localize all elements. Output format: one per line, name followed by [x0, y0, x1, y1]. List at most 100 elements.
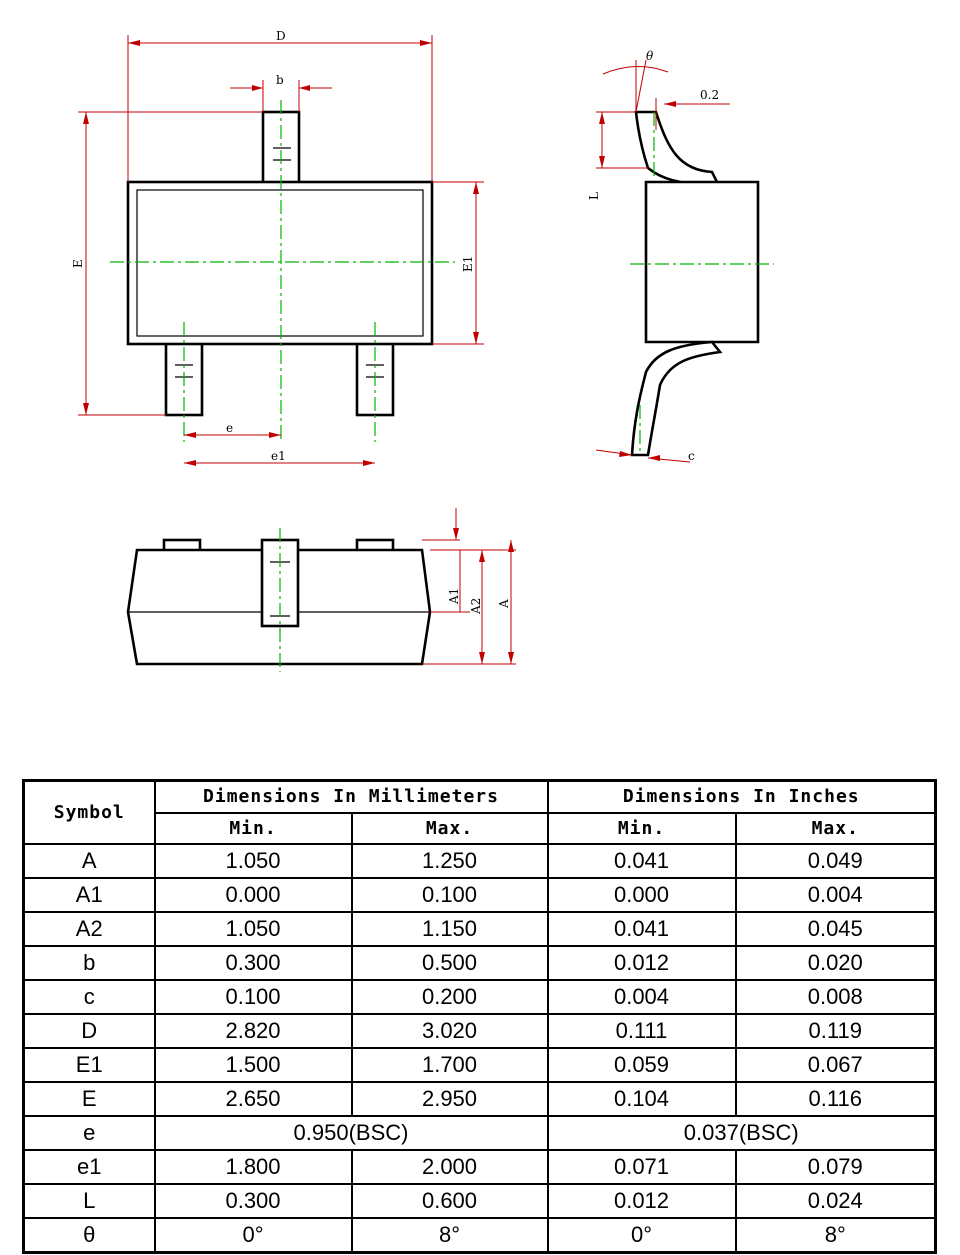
cell-mm-max: 2.000 — [350, 1148, 549, 1185]
cell-mm-min: 0.300 — [153, 1182, 353, 1219]
cell-mm-min: 2.650 — [153, 1080, 353, 1117]
label-e: e — [226, 421, 233, 435]
label-L: L — [587, 192, 601, 200]
cell-mm-max: 3.020 — [350, 1012, 549, 1049]
cell-in-max: 0.008 — [734, 978, 937, 1015]
cell-mm-bsc: 0.950(BSC) — [153, 1114, 549, 1151]
cell-symbol: E1 — [22, 1046, 156, 1083]
cell-mm-min: 0.300 — [153, 944, 353, 981]
cell-in-min: 0.004 — [546, 978, 737, 1015]
front-view: A1 A2 A — [126, 508, 516, 672]
cell-mm-max: 0.100 — [350, 876, 549, 913]
cell-in-max: 0.116 — [734, 1080, 937, 1117]
package-outline-drawing: D b E E1 e e1 θ 0.2 L c — [71, 29, 774, 672]
cell-mm-max: 0.500 — [350, 944, 549, 981]
label-A: A — [497, 599, 511, 609]
cell-mm-max: 1.700 — [350, 1046, 549, 1083]
cell-symbol: E — [22, 1080, 156, 1117]
label-gauge: 0.2 — [700, 88, 719, 102]
side-view: θ 0.2 L c — [587, 49, 774, 463]
cell-in-max: 8° — [734, 1216, 937, 1253]
cell-mm-min: 0.100 — [153, 978, 353, 1015]
header-symbol: Symbol — [22, 779, 156, 845]
header-inches: Dimensions In Inches — [546, 779, 937, 814]
upper-lead-profile — [634, 110, 721, 186]
cell-symbol: c — [22, 978, 156, 1015]
cell-in-min: 0.012 — [546, 944, 737, 981]
cell-in-min: 0.111 — [546, 1012, 737, 1049]
package-body-top — [126, 180, 434, 346]
cell-in-max: 0.020 — [734, 944, 937, 981]
dimensions-table: Symbol Dimensions In Millimeters Dimensi… — [22, 779, 937, 1254]
cell-symbol: e1 — [22, 1148, 156, 1185]
cell-in-min: 0.041 — [546, 842, 737, 879]
cell-mm-max: 1.150 — [350, 910, 549, 947]
cell-symbol: A1 — [22, 876, 156, 913]
cell-symbol: A2 — [22, 910, 156, 947]
header-in-min: Min. — [546, 811, 737, 845]
cell-in-max: 0.119 — [734, 1012, 937, 1049]
cell-in-max: 0.049 — [734, 842, 937, 879]
top-view: D b E E1 e e1 — [71, 29, 484, 466]
label-e1: e1 — [271, 449, 286, 463]
label-E: E — [71, 259, 85, 268]
label-theta: θ — [646, 49, 654, 63]
cell-symbol: L — [22, 1182, 156, 1219]
cell-mm-max: 2.950 — [350, 1080, 549, 1117]
cell-mm-min: 0° — [153, 1216, 353, 1253]
lower-lead-profile — [630, 340, 723, 457]
cell-mm-min: 1.050 — [153, 910, 353, 947]
header-mm-max: Max. — [350, 811, 549, 845]
cell-in-min: 0.000 — [546, 876, 737, 913]
cell-in-min: 0.012 — [546, 1182, 737, 1219]
cell-symbol: b — [22, 944, 156, 981]
cell-symbol: A — [22, 842, 156, 879]
cell-in-min: 0° — [546, 1216, 737, 1253]
cell-mm-max: 0.600 — [350, 1182, 549, 1219]
header-mm-min: Min. — [153, 811, 353, 845]
cell-in-min: 0.071 — [546, 1148, 737, 1185]
label-b: b — [276, 73, 284, 87]
header-in-max: Max. — [734, 811, 937, 845]
label-A2: A2 — [469, 598, 483, 615]
cell-symbol: D — [22, 1012, 156, 1049]
cell-in-min: 0.059 — [546, 1046, 737, 1083]
package-body-side — [644, 180, 760, 344]
cell-in-min: 0.041 — [546, 910, 737, 947]
cell-in-max: 0.045 — [734, 910, 937, 947]
cell-symbol: θ — [22, 1216, 156, 1253]
cell-in-min: 0.104 — [546, 1080, 737, 1117]
cell-symbol: e — [22, 1114, 156, 1151]
package-body-inner — [136, 189, 424, 337]
cell-mm-min: 0.000 — [153, 876, 353, 913]
cell-mm-max: 1.250 — [350, 842, 549, 879]
cell-mm-max: 8° — [350, 1216, 549, 1253]
label-c: c — [688, 449, 695, 463]
cell-in-max: 0.004 — [734, 876, 937, 913]
cell-in-max: 0.024 — [734, 1182, 937, 1219]
cell-mm-min: 1.800 — [153, 1148, 353, 1185]
cell-mm-min: 1.500 — [153, 1046, 353, 1083]
label-D: D — [276, 29, 286, 43]
cell-mm-min: 2.820 — [153, 1012, 353, 1049]
cell-in-max: 0.067 — [734, 1046, 937, 1083]
cell-in-max: 0.079 — [734, 1148, 937, 1185]
cell-in-bsc: 0.037(BSC) — [546, 1114, 937, 1151]
label-A1: A1 — [447, 588, 461, 605]
label-E1: E1 — [461, 256, 475, 272]
cell-mm-min: 1.050 — [153, 842, 353, 879]
cell-mm-max: 0.200 — [350, 978, 549, 1015]
